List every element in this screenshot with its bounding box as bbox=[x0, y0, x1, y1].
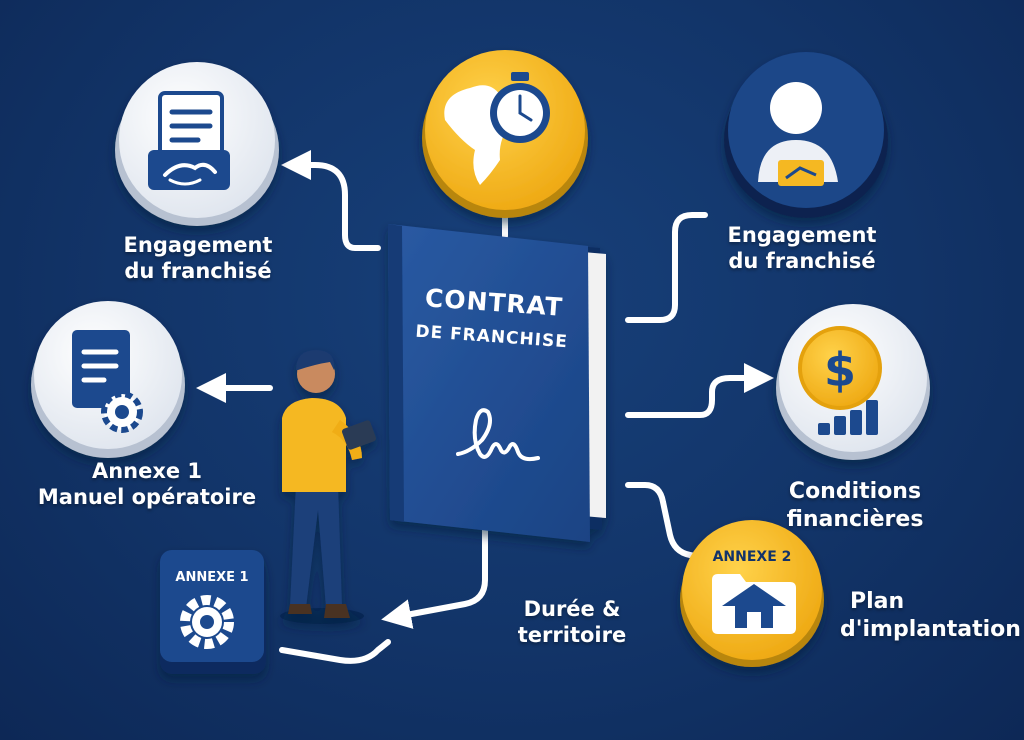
disc-conditions-financieres: $ bbox=[776, 304, 930, 460]
connector-bottom bbox=[381, 525, 488, 629]
card-icon bbox=[778, 160, 824, 186]
label-plan-line2: d'implantation bbox=[840, 616, 1021, 642]
label-engagement-right: Engagement du franchisé bbox=[712, 222, 892, 275]
label-annexe1-line2: Manuel opératoire bbox=[37, 485, 257, 510]
stopwatch-icon bbox=[490, 72, 550, 143]
label-plan-line1: Plan bbox=[850, 589, 905, 614]
dollar-coin-icon bbox=[798, 326, 882, 410]
signature-icon bbox=[456, 408, 540, 462]
connector-engagement-right bbox=[625, 212, 708, 323]
gear-icon bbox=[180, 595, 234, 649]
connector-engagement-left bbox=[281, 150, 381, 251]
label-engagement-right-line2: du franchisé bbox=[728, 249, 876, 274]
connector-annexe-box bbox=[279, 639, 391, 664]
disc-engagement-left bbox=[115, 62, 279, 226]
label-engagement-right-line1: Engagement bbox=[727, 223, 877, 247]
connector-plan bbox=[625, 482, 703, 560]
house-icon bbox=[722, 584, 786, 628]
disc-engagement-right bbox=[724, 52, 888, 218]
label-engagement-left: Engagement du franchisé bbox=[98, 232, 298, 285]
label-duree-line1: Durée & bbox=[523, 597, 621, 621]
box-annexe1 bbox=[160, 550, 266, 674]
bar-chart-icon bbox=[818, 400, 878, 435]
tablet-icon bbox=[341, 420, 377, 450]
badge-annexe1: ANNEXE 1 bbox=[175, 570, 249, 585]
contract-book bbox=[388, 224, 606, 542]
label-annexe1-line1: Annexe 1 bbox=[91, 459, 203, 483]
svg-text:$: $ bbox=[824, 343, 856, 397]
connector-conditions bbox=[625, 363, 774, 418]
contract-title: CONTRAT DE FRANCHISE bbox=[406, 282, 580, 353]
disc-annexe1-manual bbox=[31, 301, 185, 458]
disc-annexe2-plan bbox=[680, 520, 824, 667]
handshake-icon bbox=[148, 150, 230, 190]
person-head-icon bbox=[770, 82, 822, 134]
label-plan: Plan d'implantation bbox=[840, 588, 1021, 643]
label-engagement-left-line2: du franchisé bbox=[124, 259, 272, 284]
label-conditions: Conditions financières bbox=[780, 478, 930, 533]
label-conditions-line1: Conditions bbox=[788, 479, 922, 504]
label-conditions-line2: financières bbox=[786, 506, 924, 532]
connectors bbox=[196, 150, 774, 664]
disc-duration-territory bbox=[422, 50, 588, 218]
badge-annexe2: ANNEXE 2 bbox=[712, 549, 792, 565]
gear-small-icon bbox=[101, 391, 143, 433]
person-with-tablet bbox=[280, 350, 377, 624]
label-duree: Durée & territoire bbox=[512, 596, 632, 649]
label-duree-line2: territoire bbox=[517, 623, 627, 648]
label-engagement-left-line1: Engagement bbox=[123, 233, 273, 257]
label-annexe1: Annexe 1 Manuel opératoire bbox=[34, 458, 260, 511]
